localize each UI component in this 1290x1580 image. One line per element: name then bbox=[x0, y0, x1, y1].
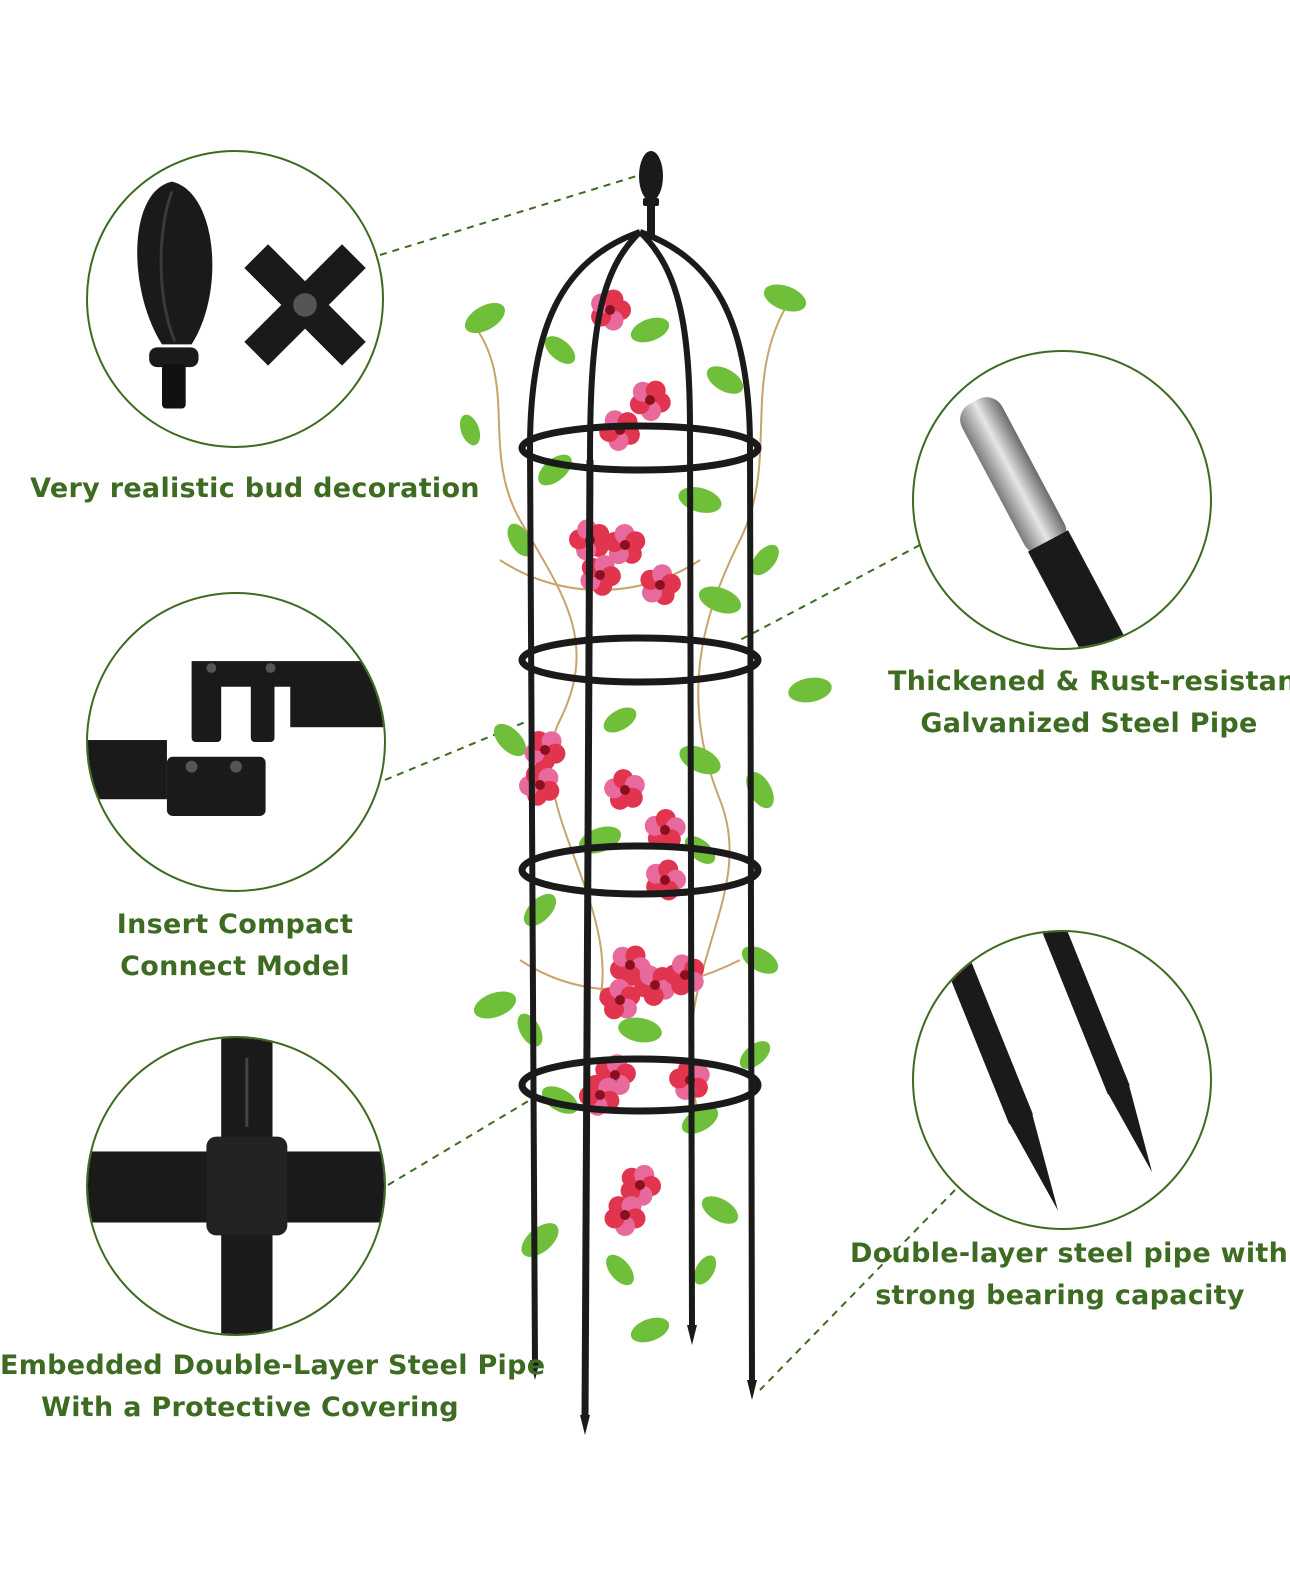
flower bbox=[604, 1196, 646, 1236]
flower bbox=[599, 979, 641, 1020]
caption-line: Very realistic bud decoration bbox=[30, 473, 480, 504]
caption-embedded-pipe: Embedded Double-Layer Steel Pipe With a … bbox=[0, 1345, 546, 1429]
bud-decoration-circle bbox=[86, 150, 384, 448]
insert-connector-icon bbox=[88, 661, 384, 816]
flower bbox=[599, 410, 640, 451]
caption-insert-connect: Insert Compact Connect Model bbox=[60, 904, 410, 988]
flower bbox=[569, 519, 610, 561]
caption-line: Connect Model bbox=[120, 951, 350, 982]
pipe-joint-icon bbox=[88, 1038, 384, 1334]
connector-bud bbox=[379, 174, 641, 256]
flower bbox=[620, 1164, 661, 1206]
connector-joint bbox=[387, 1099, 531, 1186]
steel-pipe-circle bbox=[912, 350, 1212, 650]
flower bbox=[610, 945, 651, 986]
flower bbox=[519, 764, 560, 806]
caption-line: With a Protective Covering bbox=[41, 1392, 459, 1423]
caption-line: Embedded Double-Layer Steel Pipe bbox=[0, 1350, 546, 1381]
caption-double-layer: Double-layer steel pipe with strong bear… bbox=[850, 1233, 1289, 1317]
connector-pipe bbox=[739, 544, 921, 641]
caption-bud-decoration: Very realistic bud decoration bbox=[20, 468, 490, 510]
insert-connector-circle bbox=[86, 592, 386, 892]
pipe-joint-circle bbox=[86, 1036, 386, 1336]
ground-stake-circle bbox=[912, 930, 1212, 1230]
caption-line: Double-layer steel pipe with bbox=[850, 1238, 1289, 1269]
caption-steel-pipe: Thickened & Rust-resistant Galvanized St… bbox=[888, 661, 1290, 745]
bud-finial-icon bbox=[137, 181, 366, 409]
flower bbox=[604, 769, 645, 810]
steel-pipe-icon bbox=[960, 397, 1143, 648]
caption-line: Galvanized Steel Pipe bbox=[920, 708, 1258, 739]
ground-stake-icon bbox=[935, 932, 1153, 1211]
caption-line: Insert Compact bbox=[116, 909, 354, 940]
caption-line: strong bearing capacity bbox=[875, 1280, 1245, 1311]
cross-connector-icon bbox=[244, 244, 366, 366]
caption-line: Thickened & Rust-resistant bbox=[888, 666, 1290, 697]
flower bbox=[604, 524, 646, 565]
flower bbox=[629, 380, 671, 421]
flower bbox=[640, 564, 681, 605]
